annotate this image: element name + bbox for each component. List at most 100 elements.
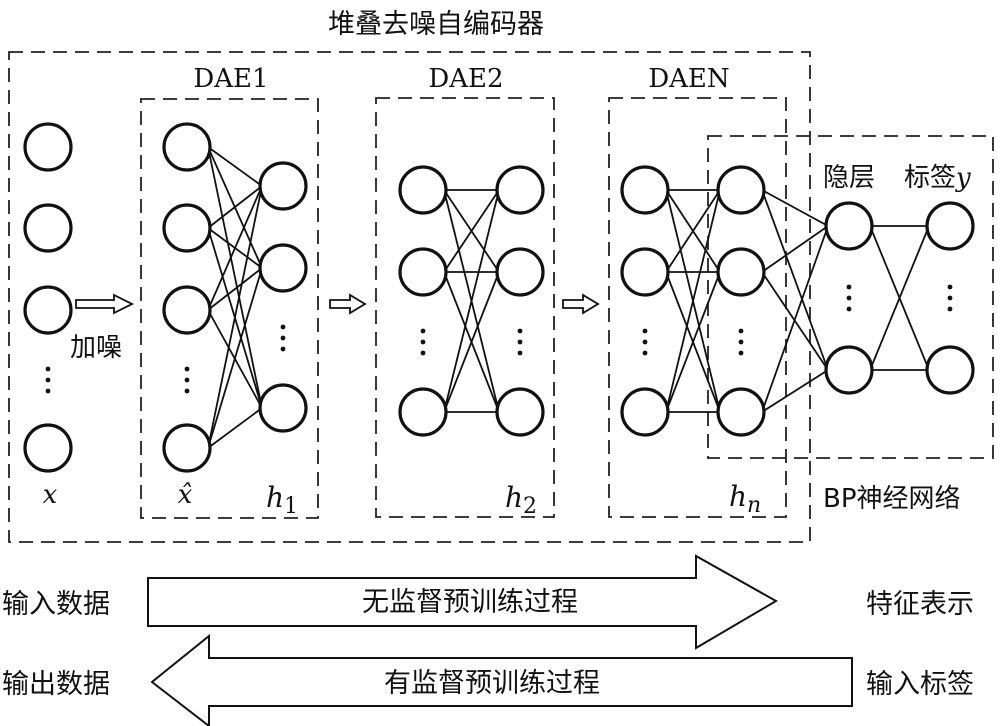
dae2L-ellipsis-dot xyxy=(420,339,426,345)
daen-label: DAEN xyxy=(648,64,729,94)
dae2L-neuron xyxy=(398,387,448,437)
daenR-ellipsis-dot xyxy=(738,350,744,356)
dae2R-neuron xyxy=(495,247,545,297)
daenL-neuron xyxy=(620,247,670,297)
dae2R-neuron xyxy=(495,387,545,437)
input-neuron xyxy=(23,203,73,253)
dae1R-ellipsis-dot xyxy=(280,324,286,330)
input-x-label: x xyxy=(43,480,58,510)
hn-to-hidden-edge xyxy=(761,189,829,227)
bpH-neuron xyxy=(824,201,874,251)
daen-edge xyxy=(665,189,721,413)
hn-to-hidden-edge xyxy=(761,189,829,371)
dae2-edge xyxy=(443,271,500,413)
input-ellipsis-dot xyxy=(45,366,51,372)
dae1-edge xyxy=(207,185,263,311)
dae1-to-dae2-arrow xyxy=(329,293,367,315)
daenR-ellipsis-dot xyxy=(738,328,744,334)
input-label-label: 输入标签 xyxy=(866,669,974,700)
bpY-ellipsis-dot xyxy=(947,306,953,312)
label-y-label: 标签y xyxy=(904,163,971,193)
daenR-ellipsis-dot xyxy=(738,339,744,345)
daenL-neuron xyxy=(620,387,670,437)
ellipsis-dots xyxy=(45,284,953,394)
dae1R-ellipsis-dot xyxy=(280,335,286,341)
dae2L-neuron xyxy=(398,247,448,297)
diagram-title: 堆叠去噪自编码器 xyxy=(328,9,544,40)
bpH-ellipsis-dot xyxy=(846,306,852,312)
dae1R-ellipsis-dot xyxy=(280,346,286,352)
daenL-neuron xyxy=(620,165,670,215)
dae1L-neuron xyxy=(162,423,212,473)
unsupervised-arrow-label: 无监督预训练过程 xyxy=(362,587,578,618)
noise-arrow xyxy=(75,293,135,315)
sdae-outer-box xyxy=(8,51,811,543)
dae1-edge xyxy=(207,185,263,229)
noise-label: 加噪 xyxy=(70,333,122,363)
dae2-edge xyxy=(443,189,500,273)
dae1R-neuron xyxy=(258,161,308,211)
h2-label: h2 xyxy=(505,481,537,519)
dae1R-neuron xyxy=(258,383,308,433)
input-ellipsis-dot xyxy=(45,388,51,394)
output-data-label: 输出数据 xyxy=(2,669,110,700)
dae1L-neuron xyxy=(162,122,212,172)
input-neuron xyxy=(23,122,73,172)
daenR-neuron xyxy=(716,247,766,297)
dae1-edge xyxy=(207,146,263,187)
daen-edge xyxy=(665,189,721,273)
daen-box xyxy=(608,97,787,518)
hn-to-hidden-edge xyxy=(761,225,829,273)
bpY-neuron xyxy=(925,345,975,395)
dae2-edge xyxy=(443,189,500,413)
bpY-neuron xyxy=(925,201,975,251)
input-ellipsis-dot xyxy=(45,377,51,383)
feature-representation-label: 特征表示 xyxy=(866,589,974,620)
bpY-ellipsis-dot xyxy=(947,295,953,301)
hidden-to-label-edge xyxy=(869,225,930,371)
dae1R-neuron xyxy=(258,243,308,293)
bpY-ellipsis-dot xyxy=(947,284,953,290)
dae1-label: DAE1 xyxy=(193,64,268,94)
dae2-label: DAE2 xyxy=(428,64,503,94)
dae1-edge xyxy=(207,185,263,449)
hn-to-hidden-edge xyxy=(761,369,829,413)
hn-to-hidden-edge xyxy=(761,225,829,413)
daenL-ellipsis-dot xyxy=(642,350,648,356)
dae1-edge xyxy=(207,267,263,311)
daenL-ellipsis-dot xyxy=(642,328,648,334)
dae1L-ellipsis-dot xyxy=(184,366,190,372)
dae2L-neuron xyxy=(398,165,448,215)
dae2R-ellipsis-dot xyxy=(517,350,523,356)
daen-edge xyxy=(665,271,721,413)
dae1L-ellipsis-dot xyxy=(184,388,190,394)
supervised-arrow-label: 有监督预训练过程 xyxy=(384,668,600,699)
neuron-nodes xyxy=(23,122,975,473)
input-data-label: 输入数据 xyxy=(2,589,110,620)
daenR-neuron xyxy=(716,387,766,437)
daenL-ellipsis-dot xyxy=(642,339,648,345)
dae2R-ellipsis-dot xyxy=(517,328,523,334)
hn-label: hn xyxy=(729,480,761,518)
noisy-input-label: x̂ xyxy=(178,480,193,510)
dae2R-neuron xyxy=(495,165,545,215)
dae1-edge xyxy=(207,267,263,449)
hidden-layer-label: 隐层 xyxy=(823,163,875,193)
dae2-to-daen-arrow xyxy=(562,293,600,315)
dae1L-ellipsis-dot xyxy=(184,377,190,383)
bp-network-box xyxy=(707,135,994,459)
supervised-arrow xyxy=(150,633,853,726)
daenR-neuron xyxy=(716,165,766,215)
connection-edges xyxy=(207,146,930,449)
bp-network-label: BP神经网络 xyxy=(823,484,961,514)
bpH-ellipsis-dot xyxy=(846,295,852,301)
dae2L-ellipsis-dot xyxy=(420,328,426,334)
dae1-edge xyxy=(207,146,263,409)
dae2-box xyxy=(375,97,555,518)
dae1-edge xyxy=(207,407,263,449)
dae1-box xyxy=(140,98,319,519)
dae2L-ellipsis-dot xyxy=(420,350,426,356)
input-neuron xyxy=(23,285,73,335)
h1-label: h1 xyxy=(266,481,298,519)
